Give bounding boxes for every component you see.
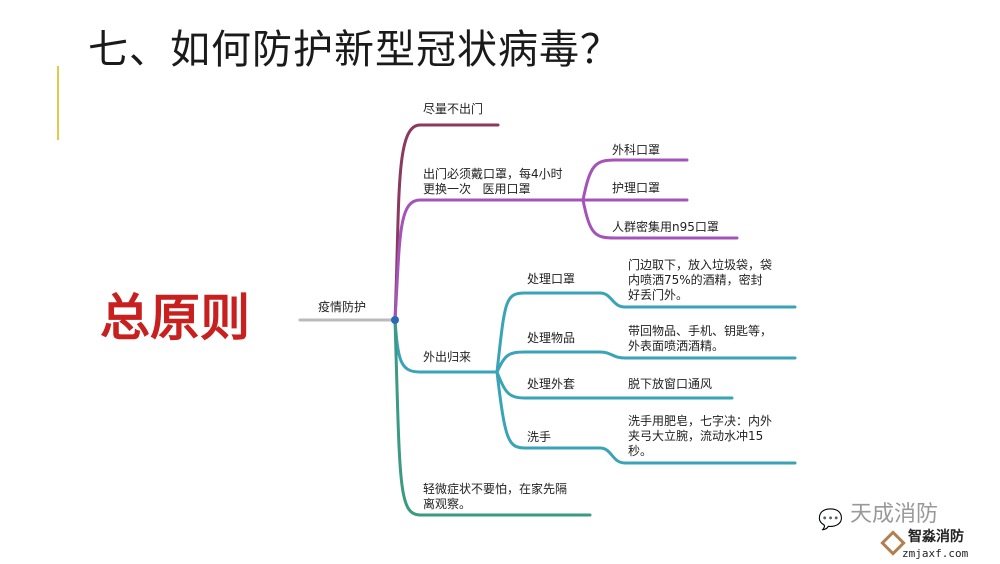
- mask-nursing: 护理口罩: [612, 181, 661, 195]
- page-title: 七、如何防护新型冠状病毒？: [88, 27, 621, 73]
- mask-n95: 人群密集用n95口罩: [612, 220, 719, 234]
- return-mask-detail: 门边取下，放入垃圾袋，袋 内喷洒75%的酒精，密封 好丢门外。: [628, 258, 772, 303]
- branch-mask-line1: 出门必须戴口罩，每4小时: [423, 167, 563, 181]
- branch-line-mask: [393, 198, 585, 322]
- return-coat-detail: 脱下放窗口通风: [628, 377, 713, 391]
- watermark-brand: 智淼消防: [908, 529, 964, 545]
- branch-return: 外出归来: [423, 350, 472, 364]
- mask-child-3: [581, 198, 739, 240]
- branch-mask-line2: 更换一次: [423, 182, 472, 196]
- mask-child-1: [581, 158, 689, 202]
- detail-line: 洗手用肥皂，七字决：内外: [628, 414, 773, 428]
- return-wash: 洗手: [527, 430, 552, 444]
- return-child-2: [495, 350, 797, 374]
- return-wash-detail: 洗手用肥皂，七字决：内外 夹弓大立腕，流动水冲15 秒。: [628, 414, 772, 459]
- return-coat: 处理外套: [527, 377, 576, 391]
- mask-surgical: 外科口罩: [612, 143, 661, 157]
- branch-line-mild: [393, 318, 592, 517]
- detail-line: 离观察。: [423, 497, 472, 511]
- branch-stay-home: 尽量不出门: [423, 102, 484, 116]
- detail-line: 秒。: [628, 444, 653, 458]
- return-child-3: [495, 370, 734, 400]
- return-mask: 处理口罩: [527, 272, 576, 286]
- return-items-detail: 带回物品、手机、钥匙等， 外表面喷洒酒精。: [628, 324, 772, 354]
- detail-line: 好丢门外。: [628, 288, 689, 302]
- detail-line: 夹弓大立腕，流动水冲15: [628, 429, 764, 443]
- detail-line: 内喷洒75%的酒精，密封: [628, 273, 763, 287]
- branch-mild: 轻微症状不要怕，在家先隔 离观察。: [423, 482, 567, 512]
- root-node: [391, 316, 399, 324]
- watermark-wechat: 天成消防: [850, 502, 939, 527]
- watermark-site: zmjaxf.com: [902, 547, 969, 560]
- detail-line: 门边取下，放入垃圾袋，袋: [628, 258, 773, 272]
- branch-mask-sublabel: 医用口罩: [482, 182, 531, 196]
- return-child-4: [495, 370, 797, 465]
- branch-line-stay-home: [393, 123, 500, 322]
- wechat-icon: 💬: [818, 507, 843, 531]
- return-items: 处理物品: [527, 331, 576, 345]
- principle-heading: 总原则: [100, 289, 250, 347]
- detail-line: 带回物品、手机、钥匙等，: [628, 324, 773, 338]
- detail-line: 轻微症状不要怕，在家先隔: [423, 482, 568, 496]
- detail-line: 外表面喷洒酒精。: [628, 339, 725, 353]
- branch-mask: 出门必须戴口罩，每4小时 更换一次 医用口罩: [423, 167, 563, 197]
- root-label: 疫情防护: [318, 300, 367, 314]
- return-child-1: [495, 291, 797, 374]
- accent-bar: [57, 66, 59, 140]
